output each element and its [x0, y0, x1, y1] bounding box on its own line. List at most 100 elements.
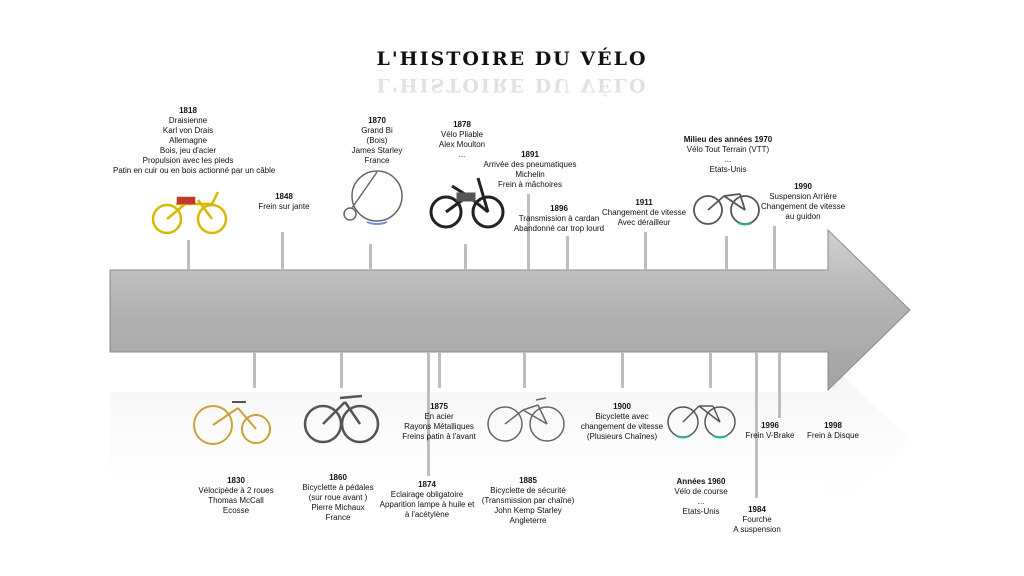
event-line: Frein à Disque [806, 431, 860, 440]
event-line: ... [724, 155, 732, 164]
event-year: 1911 [635, 198, 653, 207]
bike-1818-draisienne-icon [151, 191, 228, 235]
event-year: 1878 [453, 120, 471, 129]
event-line: Grand Bi [361, 126, 393, 135]
event-line: (Transmission par chaîne) [481, 496, 575, 505]
bike-1870-grand-bi-icon [343, 170, 403, 225]
event-line: Vélo Tout Terrain (VTT) [686, 145, 770, 154]
event-line: En acier [424, 412, 454, 421]
event-line: James Starley [351, 146, 403, 155]
event-line: (Plusieurs Chaînes) [586, 432, 658, 441]
event-year: 1885 [519, 476, 537, 485]
event-line: Transmission à cardan [518, 214, 600, 223]
event-line: Vélo Pliable [440, 130, 484, 139]
event-line: Apparition lampe à huile et [379, 500, 475, 509]
tick-1891 [527, 194, 530, 270]
event-year: 1848 [275, 192, 293, 201]
event-line: Pierre Michaux [311, 503, 365, 512]
event-year: 1830 [227, 476, 245, 485]
event-line: A suspension [733, 525, 781, 534]
bike-1960-course-icon [667, 405, 736, 439]
bike-1970-vtt-icon [693, 193, 760, 226]
event-line: Bicyclette de sécurité [490, 486, 566, 495]
event-line: Draisienne [168, 116, 208, 125]
event-line: ... [697, 497, 705, 506]
tick-1878 [464, 244, 467, 270]
event-line: (Bois) [366, 136, 388, 145]
event-line: Frein sur jante [258, 202, 310, 211]
event-line: Bicyclette avec [595, 412, 649, 421]
bike-1860-michaux-icon [303, 394, 380, 444]
event-line: Fourche [742, 515, 772, 524]
event-year: 1870 [368, 116, 386, 125]
event-line: John Kemp Starley [494, 506, 562, 515]
bike-1878-pliable-icon [429, 177, 505, 229]
event-line: Frein à mâchoires [497, 180, 563, 189]
bike-1885-securite-icon [487, 397, 565, 442]
tick-1900 [621, 352, 624, 388]
tick-1848 [281, 232, 284, 270]
event-line: Suspension Arrière [769, 192, 837, 201]
event-line: à l'acétylène [404, 510, 450, 519]
event-line: Changement de vitesse [601, 208, 687, 217]
event-line: Frein V-Brake [745, 431, 795, 440]
event-line: Avec dérailleur [617, 218, 671, 227]
event-line: France [325, 513, 351, 522]
event-line: Ecosse [222, 506, 250, 515]
event-year: 1900 [613, 402, 631, 411]
event-line: Etats-Unis [709, 165, 747, 174]
event-year: 1996 [761, 421, 779, 430]
event-line: Karl von Drais [162, 126, 214, 135]
event-line: Allemagne [169, 136, 207, 145]
tick-1990 [773, 226, 776, 270]
event-line: Arrivée des pneumatiques [483, 160, 577, 169]
tick-1874 [427, 352, 430, 476]
event-year: 1875 [430, 402, 448, 411]
event-line: Vélocipède à 2 roues [198, 486, 274, 495]
event-line: Abandonné car trop lourd [513, 224, 605, 233]
event-line: ... [458, 150, 466, 159]
event-line: Thomas McCall [208, 496, 264, 505]
event-year: 1990 [794, 182, 812, 191]
event-line: Patin en cuir ou en bois actionné par un… [113, 166, 276, 175]
tick-1960 [709, 352, 712, 388]
event-line: Changement de vitesse [760, 202, 846, 211]
event-line: au guidon [785, 212, 821, 221]
event-year: 1818 [179, 106, 197, 115]
tick-1860 [340, 352, 343, 388]
event-line: changement de vitesse [580, 422, 664, 431]
event-year: 1984 [748, 505, 766, 514]
tick-1885 [523, 352, 526, 388]
event-year: 1874 [418, 480, 436, 489]
event-line: Angleterre [509, 516, 547, 525]
event-line: Vélo de course [674, 487, 728, 496]
page-title: L'HISTOIRE DU VÉLO [376, 48, 648, 70]
event-year: 1860 [329, 473, 347, 482]
event-year: 1896 [550, 204, 568, 213]
timeline-arrow [109, 228, 911, 392]
event-line: Michelin [515, 170, 545, 179]
event-line: Etats-Unis [682, 507, 720, 516]
event-line: France [364, 156, 390, 165]
event-line: (sur roue avant ) [308, 493, 368, 502]
event-line: Bicyclette à pédales [302, 483, 374, 492]
event-line: Eclairage obligatoire [390, 490, 464, 499]
tick-1984 [755, 352, 758, 498]
tick-1830 [253, 352, 256, 388]
tick-1970 [725, 236, 728, 270]
